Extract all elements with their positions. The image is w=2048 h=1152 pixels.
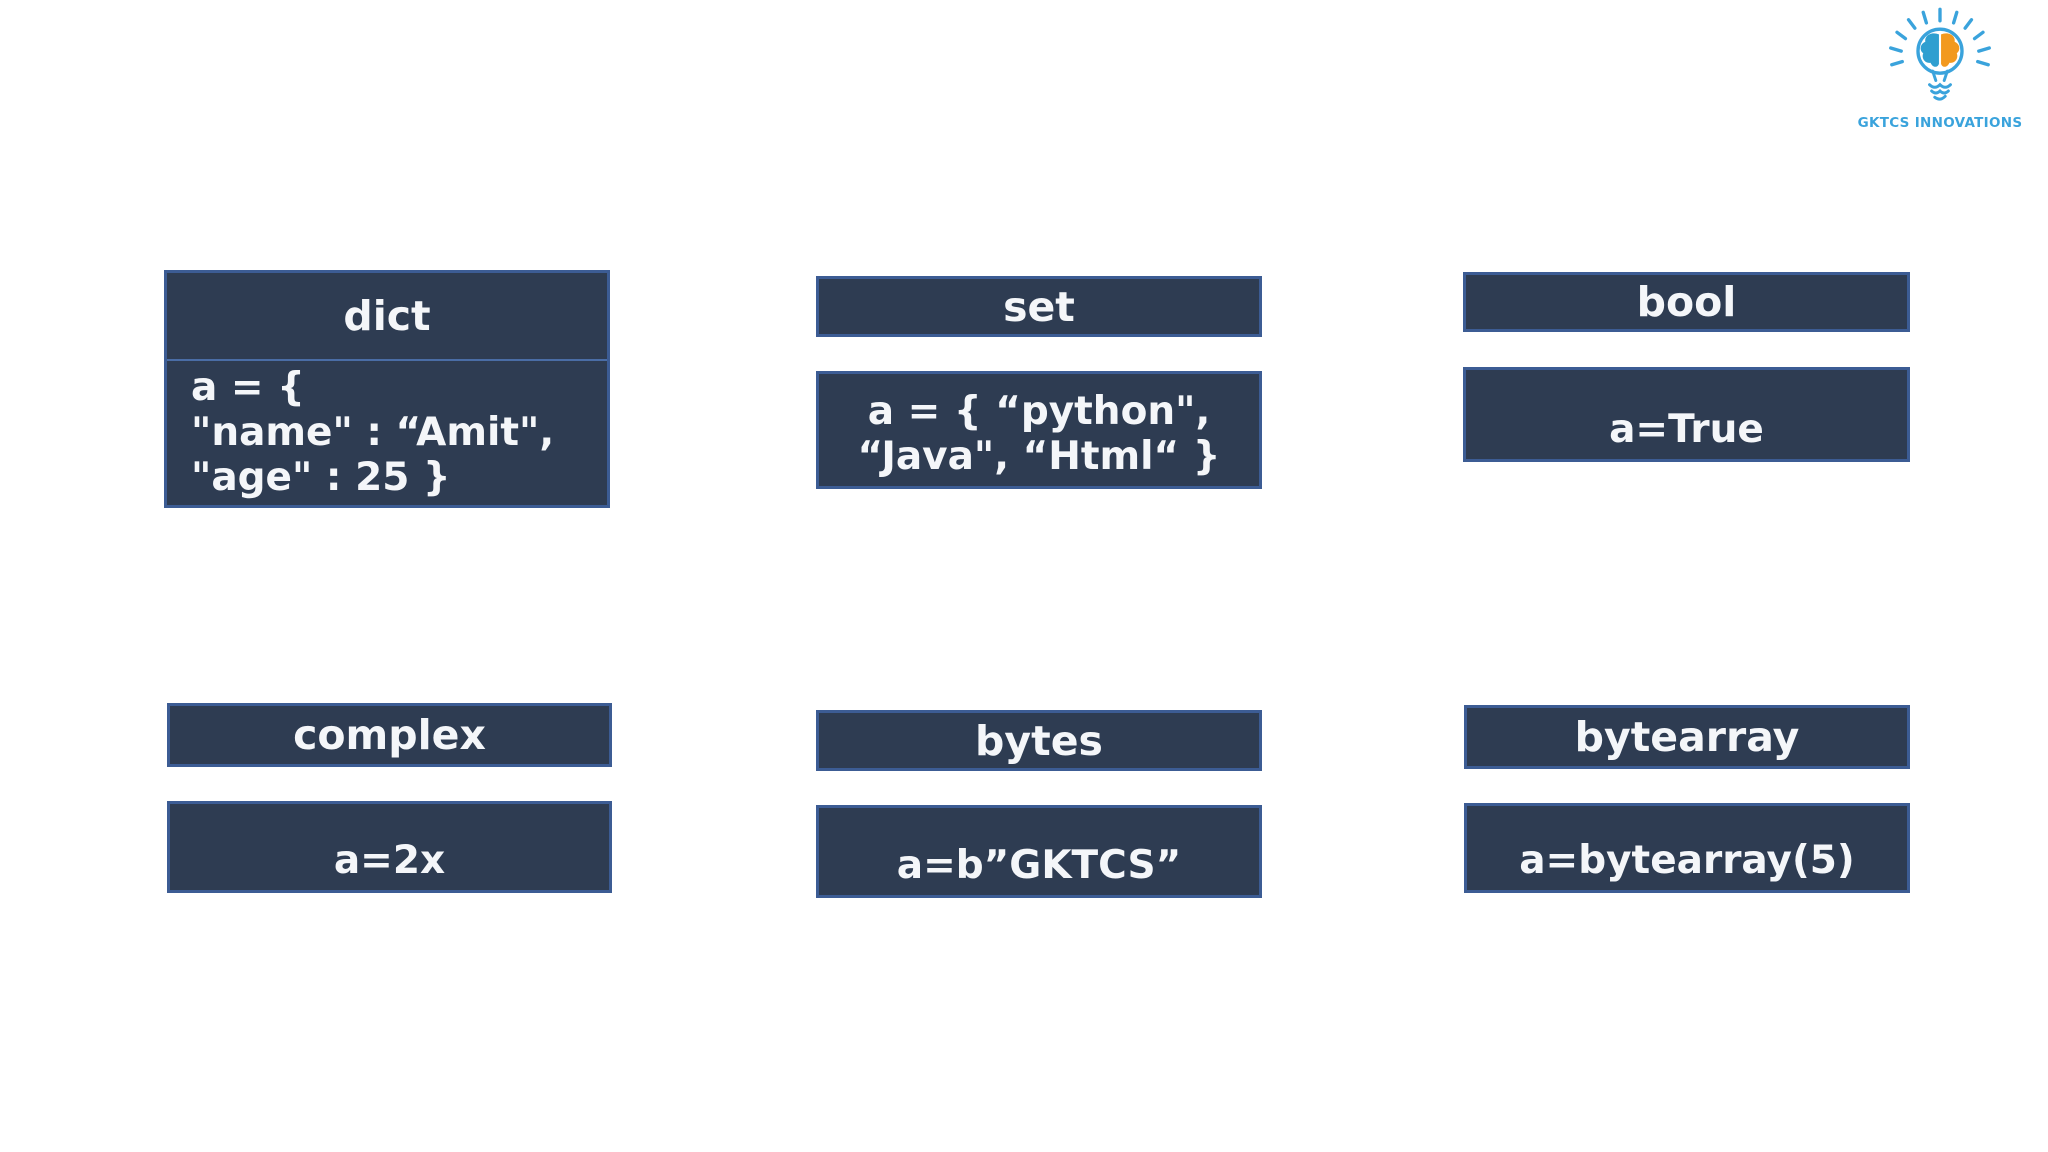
card-bool-code: a=True [1463, 367, 1910, 462]
card-bool-title: bool [1463, 272, 1910, 332]
logo: GKTCS INNOVATIONS [1844, 4, 2036, 131]
code-line: a=bytearray(5) [1519, 838, 1855, 884]
card-complex-code: a=2x [167, 801, 612, 893]
card-dict-code: a = { "name" : “Amit", "age" : 25 } [167, 361, 607, 505]
code-line: a=True [1609, 407, 1764, 453]
card-bytearray-title: bytearray [1464, 705, 1910, 769]
card-bytes-code: a=b”GKTCS” [816, 805, 1262, 898]
logo-text: GKTCS INNOVATIONS [1857, 115, 2023, 131]
code-line: a = { “python", [867, 389, 1211, 435]
code-line: a=b”GKTCS” [896, 843, 1182, 889]
card-complex-title: complex [167, 703, 612, 767]
code-line: a = { [191, 365, 305, 411]
lightbulb-brain-icon [1889, 7, 1991, 101]
card-set-code: a = { “python", “Java", “Html“ } [816, 371, 1262, 489]
card-bytes-title: bytes [816, 710, 1262, 771]
code-line: "age" : 25 } [191, 455, 451, 501]
code-line: "name" : “Amit", [191, 410, 555, 456]
code-line: “Java", “Html“ } [857, 434, 1221, 480]
code-line: a=2x [333, 838, 446, 884]
card-set-title: set [816, 276, 1262, 337]
card-dict: dict a = { "name" : “Amit", "age" : 25 } [164, 270, 610, 508]
card-bytearray-code: a=bytearray(5) [1464, 803, 1910, 893]
card-dict-title: dict [167, 273, 607, 362]
